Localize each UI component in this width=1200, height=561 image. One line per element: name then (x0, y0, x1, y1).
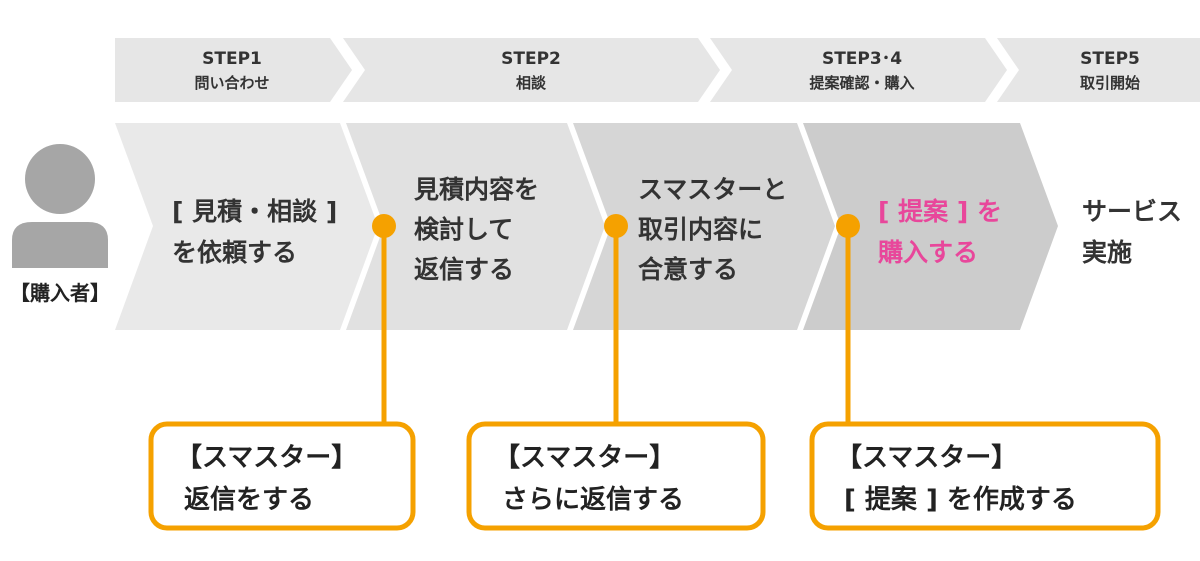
callout-3-line-2: [ 提案 ] を作成する (844, 484, 1077, 515)
process-1-line-2: を依頼する (172, 238, 297, 267)
step-header-shape-4 (997, 38, 1200, 102)
callout-3-frame (809, 421, 1161, 531)
process-step-4: [ 提案 ] を 購入する (878, 197, 1002, 267)
step-header-bar: STEP1 問い合わせ STEP2 相談 STEP3･4 提案確認・購入 STE… (115, 38, 1200, 102)
process-2-line-1: 見積内容を (414, 175, 539, 204)
callout-2-line-1: 【スマスター】 (494, 443, 675, 473)
process-3-line-1: スマスターと (638, 175, 787, 204)
step-2-sub: 相談 (516, 74, 547, 92)
process-3-line-2: 取引内容に (638, 215, 763, 244)
callout-2-line-2: さらに返信する (502, 485, 684, 515)
process-chevron-2 (346, 123, 605, 330)
callout-1-frame (148, 421, 416, 531)
person-body-icon (12, 222, 108, 268)
process-4-line-1: [ 提案 ] を (878, 197, 1002, 226)
process-2-line-3: 返信する (414, 255, 514, 284)
connectors (372, 214, 860, 424)
step-5-label: STEP5 (1080, 49, 1140, 69)
step-header-shape-2 (343, 38, 720, 102)
connector-dot-3 (836, 214, 860, 238)
process-2-line-2: 検討して (414, 215, 513, 244)
connector-dot-2 (604, 214, 628, 238)
callout-1-line-1: 【スマスター】 (176, 443, 357, 473)
callout-box-3: 【スマスター】 [ 提案 ] を作成する (809, 421, 1161, 531)
step-3-4-sub: 提案確認・購入 (809, 74, 914, 92)
callout-3-line-1: 【スマスター】 (836, 443, 1017, 473)
process-3-line-3: 合意する (638, 255, 738, 284)
process-step-3: スマスターと 取引内容に 合意する (638, 175, 787, 284)
step-header-shape-1 (115, 38, 352, 102)
step-2-label: STEP2 (501, 49, 561, 69)
step-header-shape-3 (710, 38, 1007, 102)
process-chevron-1 (115, 123, 378, 330)
buyer-person-icon (12, 144, 108, 268)
step-3-4-label: STEP3･4 (822, 49, 902, 69)
callout-box-1: 【スマスター】 返信をする (148, 421, 416, 531)
process-chevron-3 (573, 123, 835, 330)
process-4-line-2: 購入する (878, 238, 978, 267)
process-step-1: [ 見積・相談 ] を依頼する (172, 197, 337, 267)
process-chevrons (115, 123, 1058, 330)
process-5-line-2: 実施 (1082, 238, 1132, 267)
process-1-line-1: [ 見積・相談 ] (172, 197, 337, 226)
step-5-sub: 取引開始 (1080, 74, 1140, 92)
step-1-label: STEP1 (202, 49, 262, 69)
process-chevron-4 (803, 123, 1058, 330)
buyer-label: 【購入者】 (10, 281, 110, 305)
step-1-sub: 問い合わせ (194, 74, 269, 92)
callout-1-line-2: 返信をする (184, 485, 314, 515)
process-step-2: 見積内容を 検討して 返信する (414, 175, 539, 284)
process-5-line-1: サービス (1082, 197, 1182, 226)
person-head-icon (25, 144, 95, 214)
callout-box-2: 【スマスター】 さらに返信する (466, 421, 766, 531)
process-step-5: サービス 実施 (1082, 197, 1182, 267)
callout-2-frame (466, 421, 766, 531)
connector-dot-1 (372, 214, 396, 238)
